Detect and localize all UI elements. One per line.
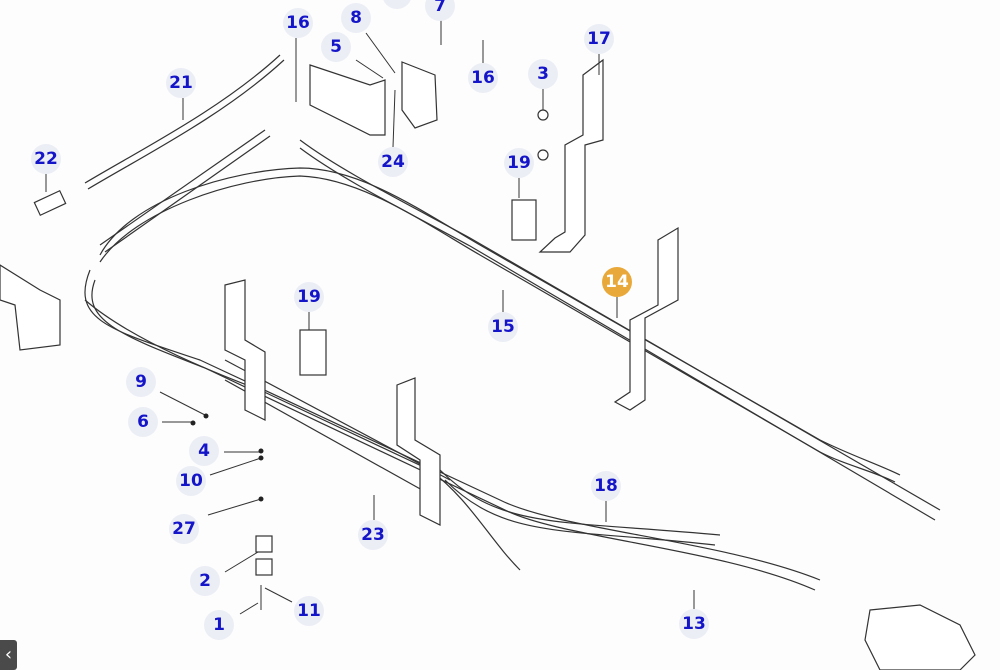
callout-15[interactable]: 15 xyxy=(488,312,518,342)
leader-lines xyxy=(45,20,695,615)
chevron-left-icon: ‹ xyxy=(4,644,13,665)
hose-15 xyxy=(99,167,901,483)
callout-2[interactable]: 2 xyxy=(190,566,220,596)
callout-4[interactable]: 4 xyxy=(189,436,219,466)
callout-18[interactable]: 18 xyxy=(591,471,621,501)
plate-24 xyxy=(309,61,438,136)
callout-3[interactable]: 3 xyxy=(528,59,558,89)
callout-10[interactable]: 10 xyxy=(176,466,206,496)
callout-6[interactable]: 6 xyxy=(128,407,158,437)
small-hardware xyxy=(190,109,549,610)
callout-9[interactable]: 9 xyxy=(126,367,156,397)
bracket-17 xyxy=(538,58,604,253)
callout-24[interactable]: 24 xyxy=(378,147,408,177)
manifold-block xyxy=(0,264,61,351)
fitting-22 xyxy=(33,189,67,217)
callout-1[interactable]: 1 xyxy=(204,610,234,640)
clamp-19 xyxy=(299,199,537,376)
hose-21 xyxy=(84,54,285,190)
callout-16[interactable]: 16 xyxy=(283,8,313,38)
bracket-right xyxy=(396,377,441,526)
callout-16[interactable]: 16 xyxy=(468,63,498,93)
callout-17[interactable]: 17 xyxy=(584,24,614,54)
back-button[interactable]: ‹ xyxy=(0,640,17,670)
callout-21[interactable]: 21 xyxy=(166,68,196,98)
hose-bundle-lower xyxy=(84,269,821,591)
callout-23[interactable]: 23 xyxy=(358,520,388,550)
callout-11[interactable]: 11 xyxy=(294,596,324,626)
callout-13[interactable]: 13 xyxy=(679,609,709,639)
callout-27[interactable]: 27 xyxy=(169,514,199,544)
callout-8[interactable]: 8 xyxy=(341,3,371,33)
callout-19[interactable]: 19 xyxy=(294,282,324,312)
callout-19[interactable]: 19 xyxy=(504,148,534,178)
callout-22[interactable]: 22 xyxy=(31,144,61,174)
pump xyxy=(864,604,976,670)
bracket-left xyxy=(224,279,266,421)
hose-upper xyxy=(99,129,941,521)
callout-11-top[interactable]: 11 xyxy=(382,0,412,9)
callout-5[interactable]: 5 xyxy=(321,32,351,62)
callout-14-highlighted[interactable]: 14 xyxy=(602,267,632,297)
bracket-14 xyxy=(613,226,679,411)
callout-7[interactable]: 7 xyxy=(425,0,455,21)
